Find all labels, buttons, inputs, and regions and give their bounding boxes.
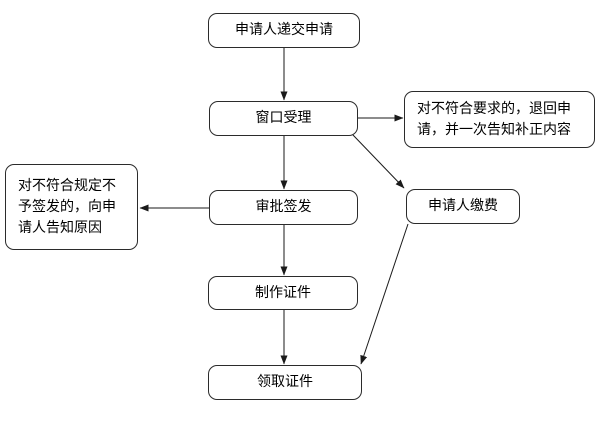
edge-pay-to-receive xyxy=(360,223,409,365)
flow-node-return-and-notify-corrections: 对不符合要求的，退回申 请，并一次告知补正内容 xyxy=(404,91,595,148)
flow-node-make-certificate: 制作证件 xyxy=(208,276,358,310)
flow-node-deny-notify-reason: 对不符合规定不 予签发的，向申 请人告知原因 xyxy=(5,164,138,250)
edge-accept-to-pay xyxy=(352,134,405,189)
flow-node-applicant-pays-fee: 申请人缴费 xyxy=(406,189,520,224)
flow-node-window-acceptance: 窗口受理 xyxy=(209,101,358,136)
flow-node-submit-application: 申请人递交申请 xyxy=(208,13,360,48)
flow-node-approve-and-issue: 审批签发 xyxy=(209,190,358,225)
flow-node-collect-certificate: 领取证件 xyxy=(208,365,362,400)
